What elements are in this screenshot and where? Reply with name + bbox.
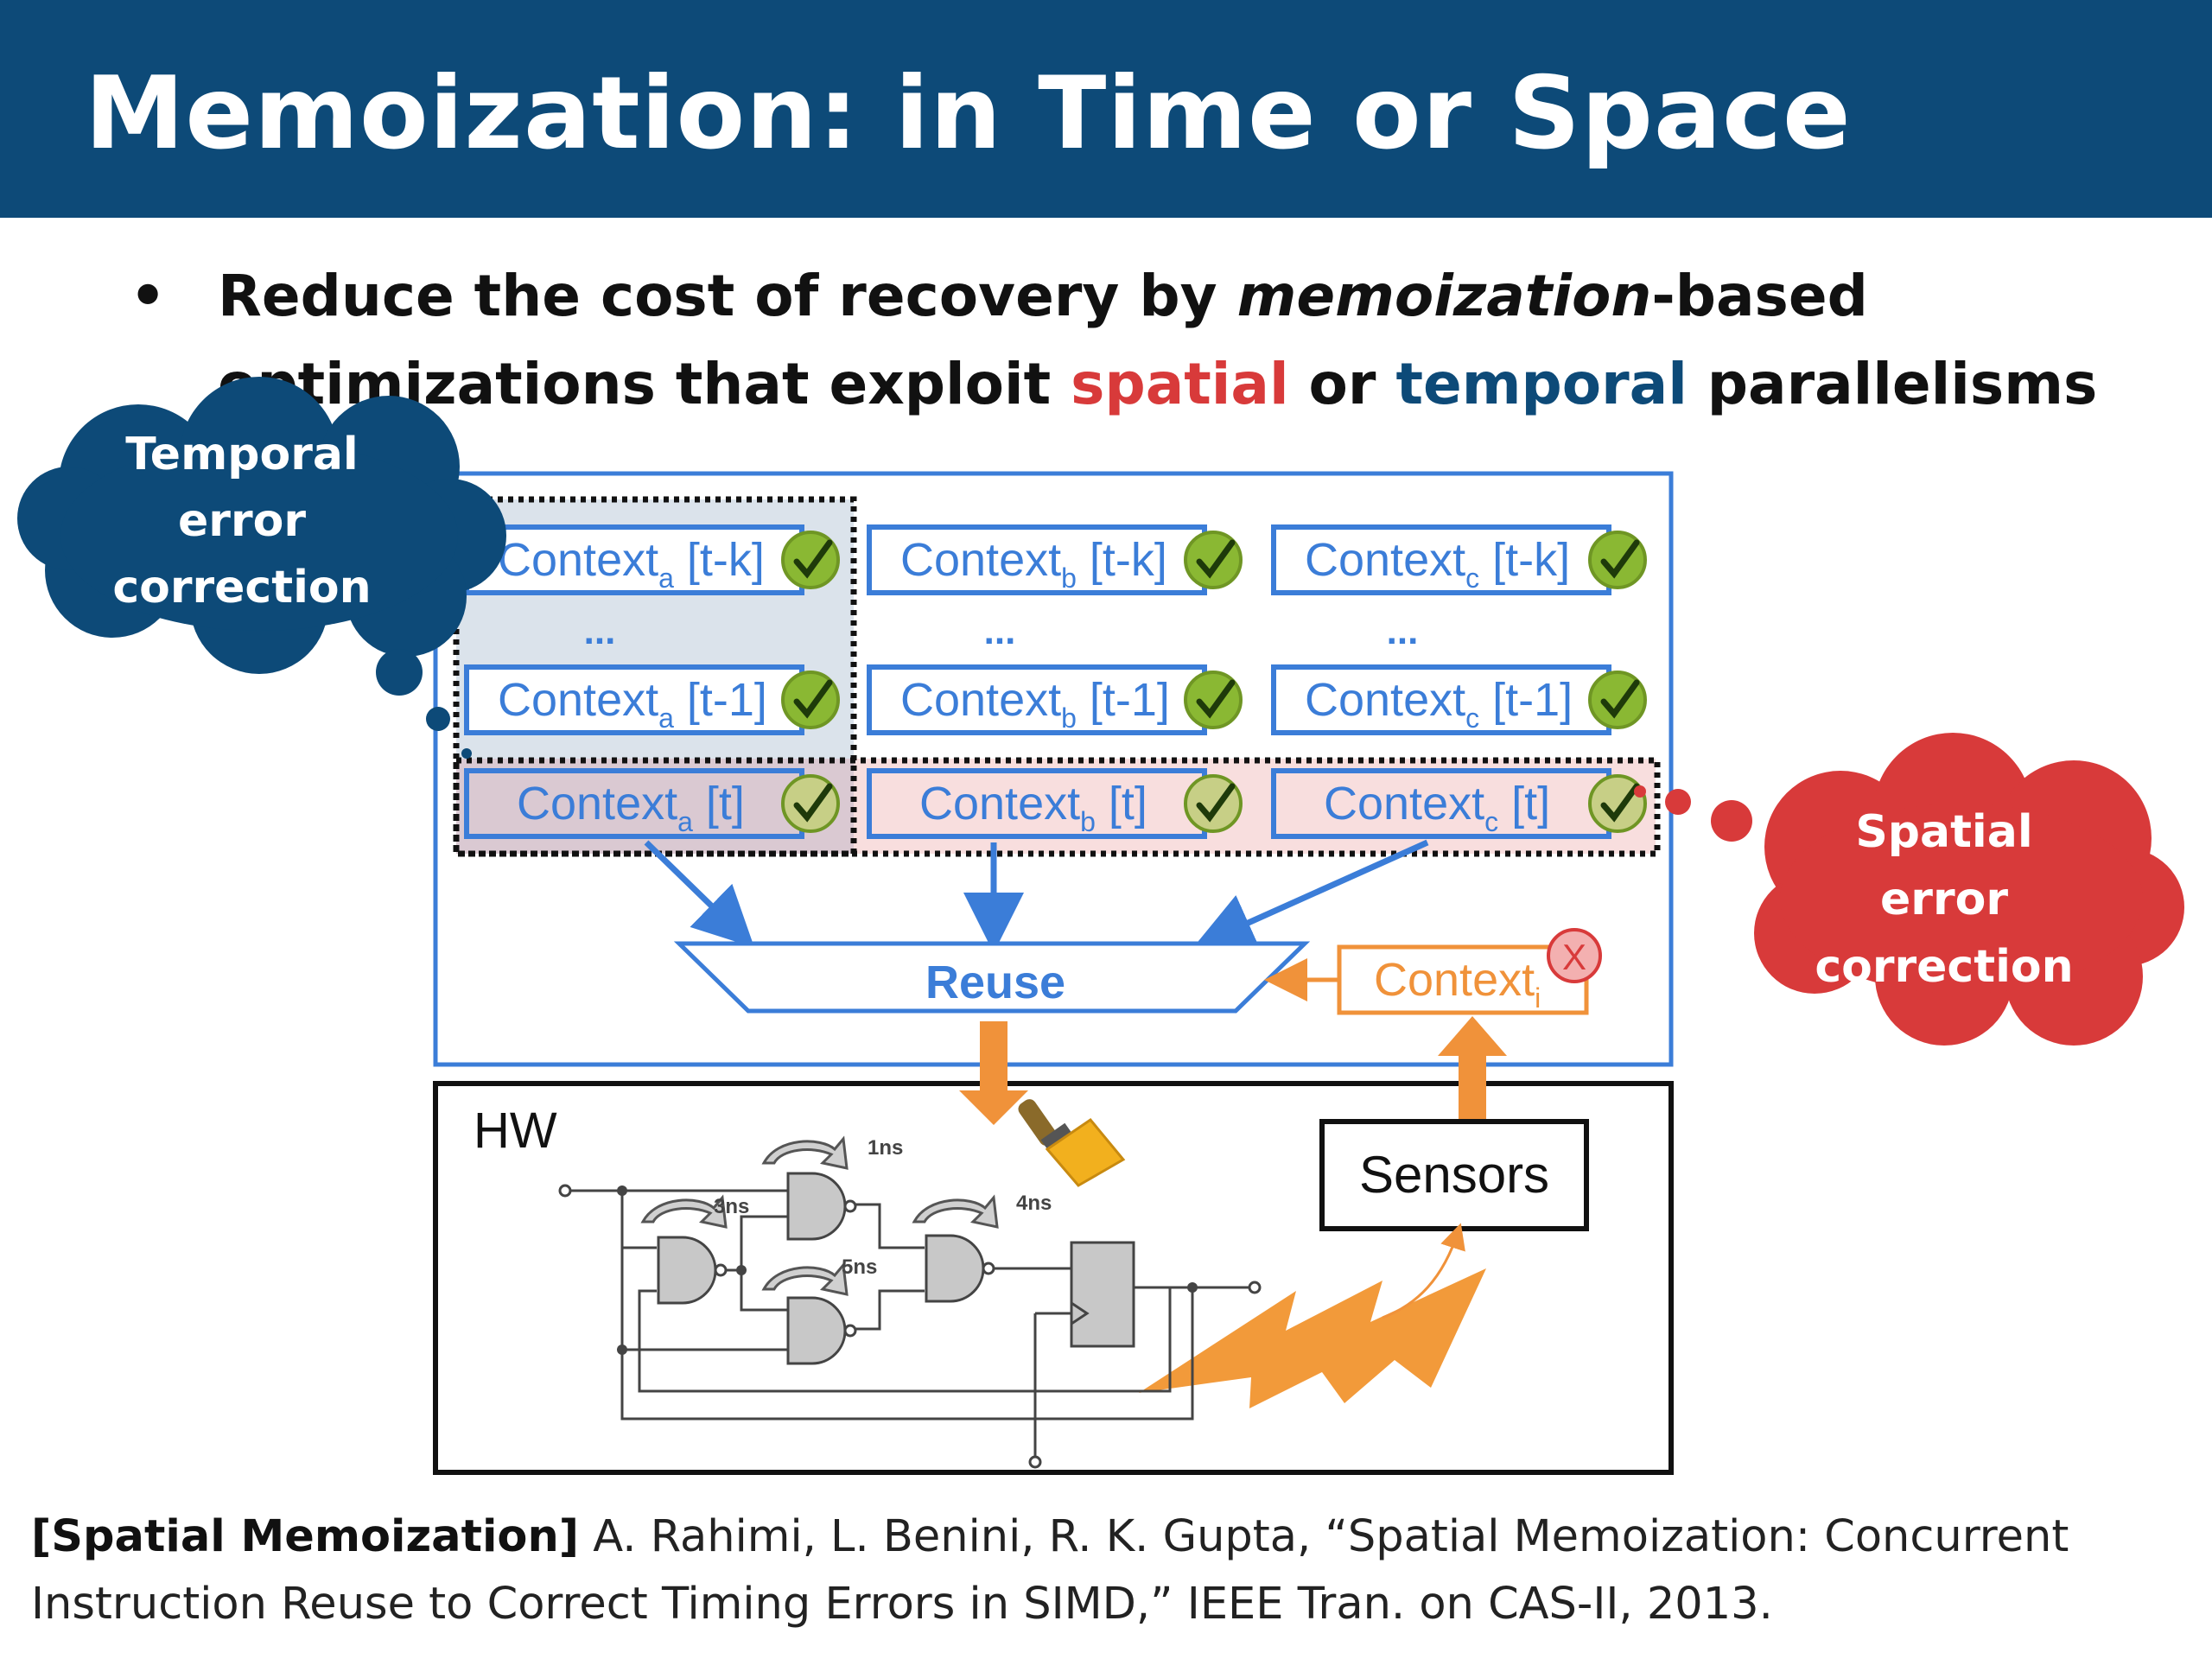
delay-labels: 1ns 3ns 4ns 5ns [714,1136,1052,1279]
reference-line-2: Instruction Reuse to Correct Timing Erro… [31,1579,1773,1630]
lightning-bolt-icon [1139,1268,1486,1408]
reuse-label: Reuse [925,957,1065,1008]
spatial-cloud-line2: error [1880,874,2008,925]
temporal-dotted-frame [453,496,857,857]
bullet-text: Reduce the cost of recovery by [218,263,1237,329]
broom-icon [1018,1099,1126,1187]
slide-title: Memoization: in Time or Space [85,55,1852,172]
bullet-line-2: optimizations that exploit spatial or te… [218,340,2097,429]
delay-1ns-label: 1ns [868,1136,903,1160]
temporal-cloud: Temporal error correction [17,377,506,759]
sensors-label: Sensors [1359,1146,1549,1204]
check-mark [1600,679,1640,719]
delay-arrows [640,1135,999,1296]
reference-text-1: A. Rahimi, L. Benini, R. K. Gupta, “Spat… [579,1511,2069,1562]
bolt-to-sensors-arrow [1382,1223,1465,1319]
context-a-row-0: Contexta [t-k] [464,524,840,595]
delay-5ns-label: 5ns [842,1255,877,1279]
error-x-icon [1547,928,1602,983]
context-a-row-2: Contexta [t] [464,768,840,839]
context-c-row-2: Contextc [t] [1271,768,1647,839]
arrow-a-to-reuse [644,840,755,948]
context-b-row-2: Contextb [t] [867,768,1243,839]
sensors-box [1319,1119,1589,1231]
reference: [Spatial Memoization] A. Rahimi, L. Beni… [31,1503,2069,1638]
ellipsis-a: ... [584,610,616,652]
check-mark [1196,539,1236,579]
context-c-row-1: Contextc [t-1] [1271,664,1647,735]
check-mark [793,679,833,719]
context-b-row-1: Contextb [t-1] [867,664,1243,735]
context-label: Contextc [t-1] [1305,674,1573,734]
context-grid: Contexta [t-k] Contextb [t-k] Contextc [t-… [464,524,1647,839]
context-box [867,664,1207,735]
bullet-text: -based [1651,263,1868,329]
check-mark [1600,783,1640,823]
clock-marker [1071,1301,1090,1325]
temporal-word: temporal [1395,351,1688,417]
context-label: Contextb [t-k] [900,534,1167,594]
circuit-nodes [558,1184,1262,1469]
faulty-context-label: Contexti [1374,954,1541,1014]
gate-3ns [657,1236,717,1305]
bullet-emphasis: memoization [1236,263,1652,329]
bullet-text: parallelisms [1687,351,2098,417]
ellipsis-b: ... [984,610,1016,652]
bullet-marker: • [130,263,167,329]
reuse-unit [673,941,1311,1014]
context-label: Contextb [t-1] [900,674,1170,734]
flip-flop [1070,1241,1135,1348]
title-bar: Memoization: in Time or Space [0,0,2212,218]
context-label: Contexta [t-k] [498,534,765,594]
context-c-row-0: Contextc [t-k] [1271,524,1647,595]
context-label: Contextc [t-k] [1305,534,1570,594]
temporal-cloud-line1: Temporal [125,429,359,480]
context-label: Contexta [t] [517,778,745,837]
ellipsis-c: ... [1387,610,1419,652]
delay-4ns-label: 4ns [1016,1192,1052,1215]
spatial-word: spatial [1071,351,1289,417]
context-label: Contextc [t] [1324,778,1550,837]
bullet-text: or [1288,351,1396,417]
context-a-row-1: Contexta [t-1] [464,664,840,735]
software-box [433,471,1674,1067]
check-mark [1196,679,1236,719]
logic-gates [657,1172,1135,1365]
gate-1ns [786,1172,847,1241]
gate-4ns [925,1234,985,1303]
delay-4ns-icon [912,1194,999,1229]
check-mark [793,539,833,579]
check-mark [1196,783,1236,823]
context-b-row-0: Contextb [t-k] [867,524,1243,595]
context-label: Contexta [t-1] [498,674,767,734]
context-label: Contextb [t] [919,778,1147,837]
hw-label: HW [474,1103,557,1159]
reference-tag: [Spatial Memoization] [31,1511,580,1562]
delay-5ns-icon [761,1262,849,1296]
check-mark [1600,539,1640,579]
spatial-cloud-line3: correction [1815,941,2073,993]
delay-1ns-icon [761,1135,849,1170]
delay-3ns-label: 3ns [714,1195,749,1218]
spatial-cloud: Spatial error correction [1634,733,2184,1046]
arrow-c-to-reuse [1192,839,1429,950]
reference-line-1: [Spatial Memoization] A. Rahimi, L. Beni… [31,1503,2069,1571]
gate-5ns [786,1296,847,1365]
delay-3ns-icon [640,1194,728,1229]
spatial-dotted-frame [453,757,1661,857]
sensors-to-context-arrow [1438,1016,1507,1132]
check-mark [793,783,833,823]
spatial-cloud-line1: Spatial [1855,806,2032,858]
error-x-mark: X [1562,937,1586,977]
temporal-cloud-line2: error [178,495,306,547]
context-box [464,524,804,595]
bullet-line-1: Reduce the cost of recovery by memoizati… [218,252,1868,340]
reuse-to-hw-arrow [959,1021,1028,1125]
temporal-cloud-line3: correction [112,562,371,613]
